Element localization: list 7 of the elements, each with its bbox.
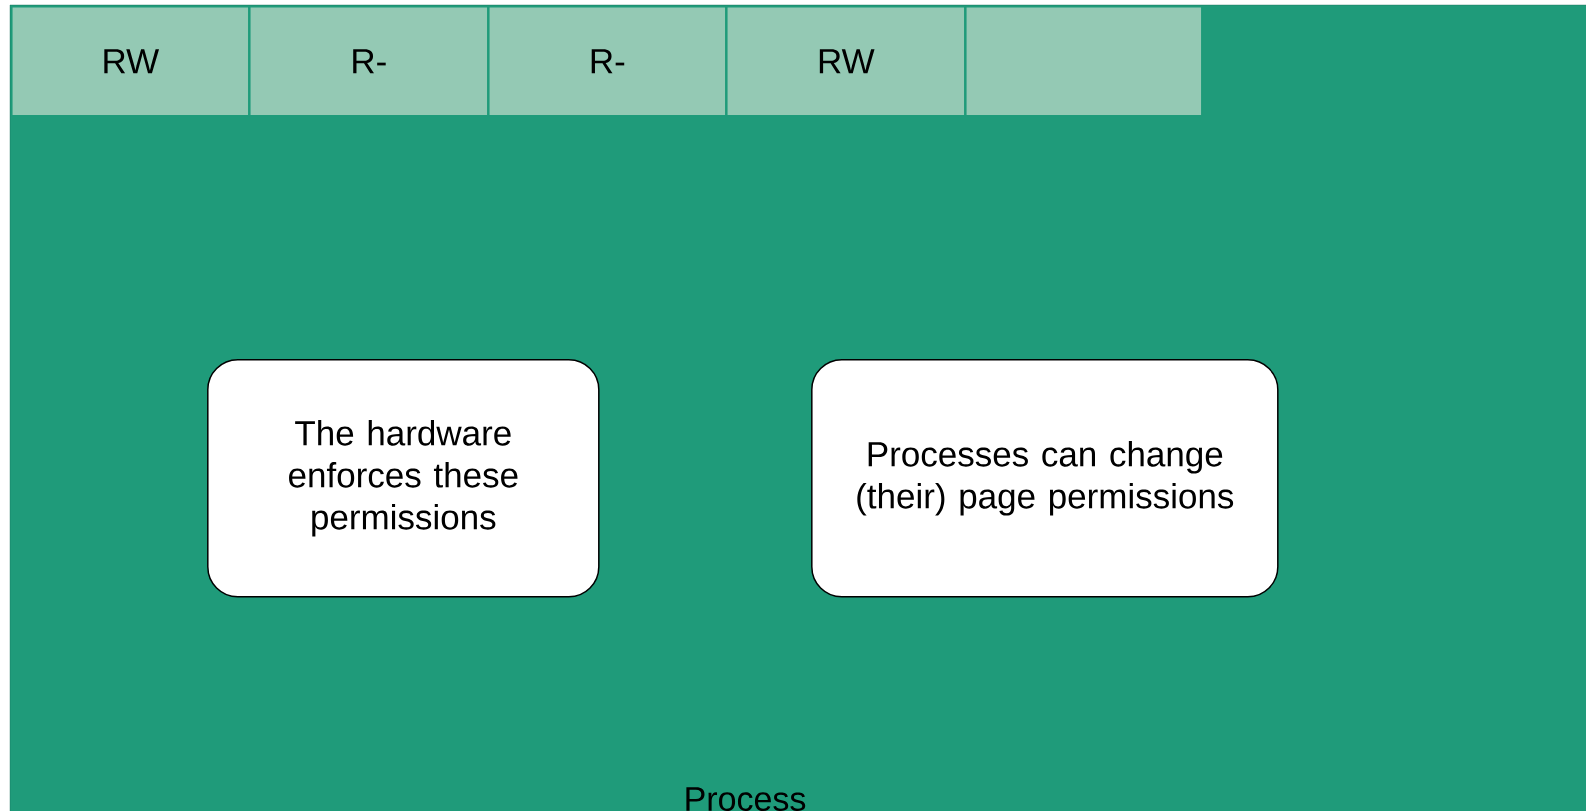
permission-cell: R- xyxy=(488,6,727,117)
permission-cell: RW xyxy=(726,6,966,117)
rounded-box: The hardware enforces these permissions xyxy=(207,359,600,598)
rounded-box: Processes can change (their) page permissions xyxy=(811,359,1279,598)
permission-cell xyxy=(965,6,1203,117)
permission-cell: R- xyxy=(249,6,489,117)
permission-cell: RW xyxy=(11,6,250,117)
